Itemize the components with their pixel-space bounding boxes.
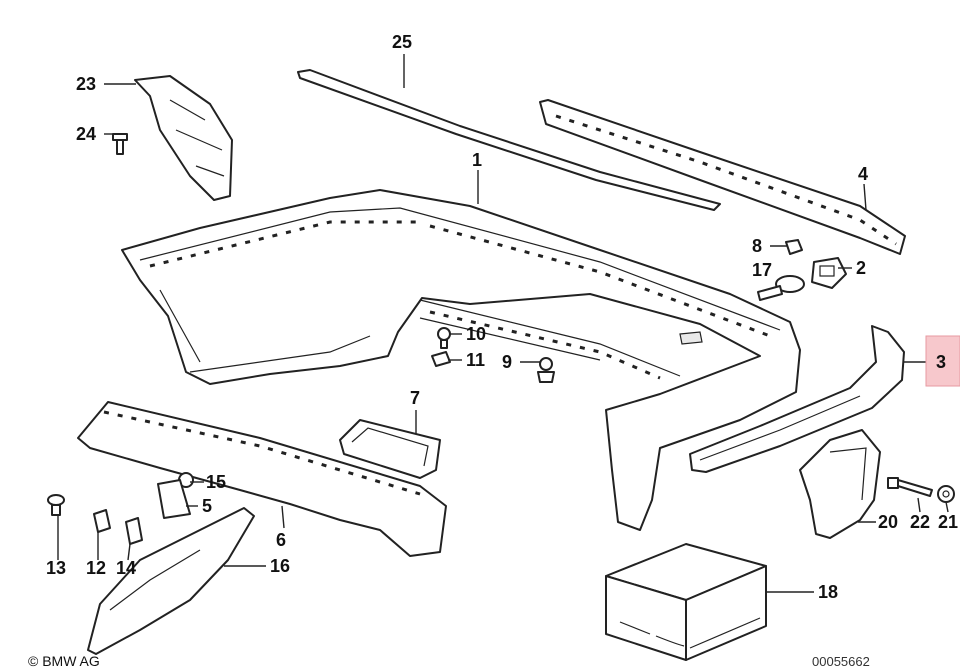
callout-4[interactable]: 4 [858, 164, 868, 184]
part-clip-bracket [811, 257, 847, 289]
callout-15[interactable]: 15 [206, 472, 226, 492]
callout-24[interactable]: 24 [76, 124, 96, 144]
callout-7[interactable]: 7 [410, 388, 420, 408]
part-lower-plate [87, 507, 255, 655]
callout-13[interactable]: 13 [46, 558, 66, 578]
callout-14[interactable]: 14 [116, 558, 136, 578]
callout-3[interactable]: 3 [936, 352, 946, 372]
callout-25[interactable]: 25 [392, 32, 412, 52]
callout-21[interactable]: 21 [938, 512, 958, 532]
leader-lines [57, 54, 949, 593]
part-small-clip [785, 239, 803, 255]
callout-22[interactable]: 22 [910, 512, 930, 532]
part-bracket-upper [134, 75, 233, 201]
callout-23[interactable]: 23 [76, 74, 96, 94]
part-bracket-5 [157, 479, 191, 519]
diagram-code: 00055662 [812, 654, 870, 669]
callout-12[interactable]: 12 [86, 558, 106, 578]
callout-5[interactable]: 5 [202, 496, 212, 516]
callout-2[interactable]: 2 [856, 258, 866, 278]
part-trim-strip [297, 69, 721, 211]
callout-16[interactable]: 16 [270, 556, 290, 576]
part-clip-14 [125, 517, 143, 545]
part-clip-12 [93, 509, 111, 533]
part-bolt [887, 477, 933, 497]
callout-3-highlight [925, 335, 960, 387]
part-wheel-arch-bracket [799, 429, 881, 539]
part-side-moulding [689, 325, 905, 473]
part-lower-skirt [77, 401, 447, 557]
callout-10[interactable]: 10 [466, 324, 486, 344]
part-tow-eye [757, 275, 805, 301]
part-kit-box [605, 543, 767, 661]
part-rivet [537, 357, 555, 383]
callout-20[interactable]: 20 [878, 512, 898, 532]
part-pin-13 [47, 494, 65, 516]
part-fastener-10 [437, 327, 451, 349]
callout-11[interactable]: 11 [466, 350, 485, 370]
callout-8[interactable]: 8 [752, 236, 762, 256]
callout-labels: 25 1 4 23 24 8 2 17 3 10 11 9 7 15 5 6 1… [46, 32, 958, 602]
part-nut [937, 485, 955, 503]
part-screw-upper [112, 133, 128, 155]
copyright-text: © BMW AG [28, 653, 100, 669]
callout-18[interactable]: 18 [818, 582, 838, 602]
callout-1[interactable]: 1 [472, 150, 482, 170]
callout-17[interactable]: 17 [752, 260, 772, 280]
callout-6[interactable]: 6 [276, 530, 286, 550]
part-cover-plate [339, 419, 441, 479]
part-support-rail [539, 99, 906, 255]
callout-9[interactable]: 9 [502, 352, 512, 372]
part-fastener-11 [431, 351, 451, 367]
part-bumper-cover [121, 189, 801, 531]
